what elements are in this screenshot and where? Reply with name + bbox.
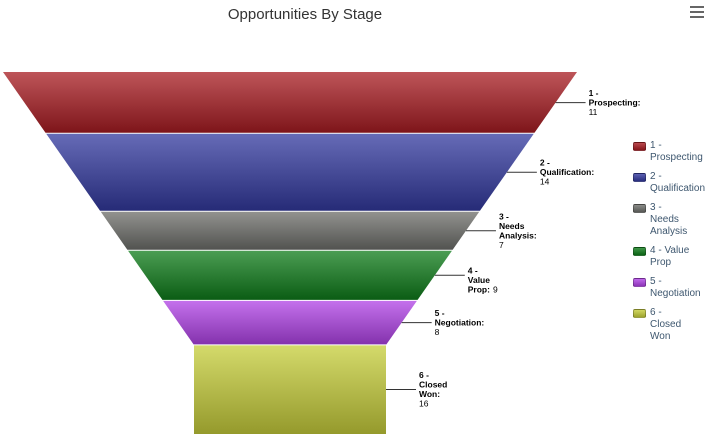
legend-label: 3 -	[650, 202, 662, 213]
legend-label: 5 -	[650, 276, 662, 287]
data-label-text: Won:	[419, 389, 440, 399]
data-label-text: Negotiation:	[435, 318, 485, 328]
data-label-text: 3 -	[499, 211, 509, 221]
legend-label: Prop	[650, 257, 672, 268]
legend-item[interactable]: 2 -Qualification	[633, 171, 709, 195]
data-label: 2 -Qualification:14	[540, 158, 594, 187]
legend-label: Closed	[650, 319, 682, 330]
legend-swatch	[633, 204, 646, 213]
legend-label: 1 -	[650, 140, 662, 151]
funnel-segment[interactable]	[163, 300, 417, 345]
funnel-segment[interactable]	[46, 133, 534, 211]
legend-label: Analysis	[650, 226, 688, 237]
data-label-text: 2 -	[540, 158, 550, 168]
data-label-text: Closed	[419, 380, 447, 390]
legend-label: 6 -	[650, 307, 662, 318]
data-label-text: 6 -	[419, 370, 429, 380]
legend-label: Qualification	[650, 183, 706, 194]
legend-swatch	[633, 142, 646, 151]
data-label-value: 16	[419, 399, 429, 409]
legend-label: Prospecting	[650, 152, 703, 163]
data-label-value: 8	[435, 327, 440, 337]
funnel-segment[interactable]	[3, 72, 577, 133]
legend-swatch	[633, 309, 646, 318]
data-label-text: Needs	[499, 221, 525, 231]
data-label-value: 11	[589, 107, 598, 117]
funnel-segment[interactable]	[194, 345, 386, 434]
data-label-text: Prospecting:	[589, 98, 641, 108]
legend-swatch	[633, 278, 646, 287]
data-label-text: 5 -	[435, 308, 445, 318]
data-label-text: 4 -	[468, 266, 478, 276]
data-label-value: 7	[499, 240, 504, 250]
legend-label: 2 -	[650, 171, 662, 182]
legend-swatch	[633, 173, 646, 182]
legend-item[interactable]: 5 -Negotiation	[633, 276, 709, 300]
data-label-value: 14	[540, 177, 550, 187]
legend-item[interactable]: 1 -Prospecting	[633, 140, 709, 164]
data-label-text: Prop:	[468, 285, 490, 295]
legend-label: Won	[650, 331, 671, 342]
legend-label: Negotiation	[650, 288, 701, 299]
legend-label: Needs	[650, 214, 679, 225]
data-label: 5 -Negotiation:8	[435, 308, 485, 337]
funnel-segment[interactable]	[100, 211, 480, 250]
legend-swatch	[633, 247, 646, 256]
legend-label: 4 - Value	[650, 245, 690, 256]
data-label: 1 -Prospecting:11	[589, 88, 641, 117]
hamburger-menu-icon[interactable]	[690, 6, 704, 18]
data-label-text: Value	[468, 275, 490, 285]
data-label-value: 9	[493, 285, 498, 295]
data-label-text: Qualification:	[540, 167, 594, 177]
data-label-text: Analysis:	[499, 230, 537, 240]
data-label-text: 1 -	[589, 88, 599, 98]
chart-title: Opportunities By Stage	[227, 6, 383, 23]
funnel-segment[interactable]	[128, 250, 452, 300]
